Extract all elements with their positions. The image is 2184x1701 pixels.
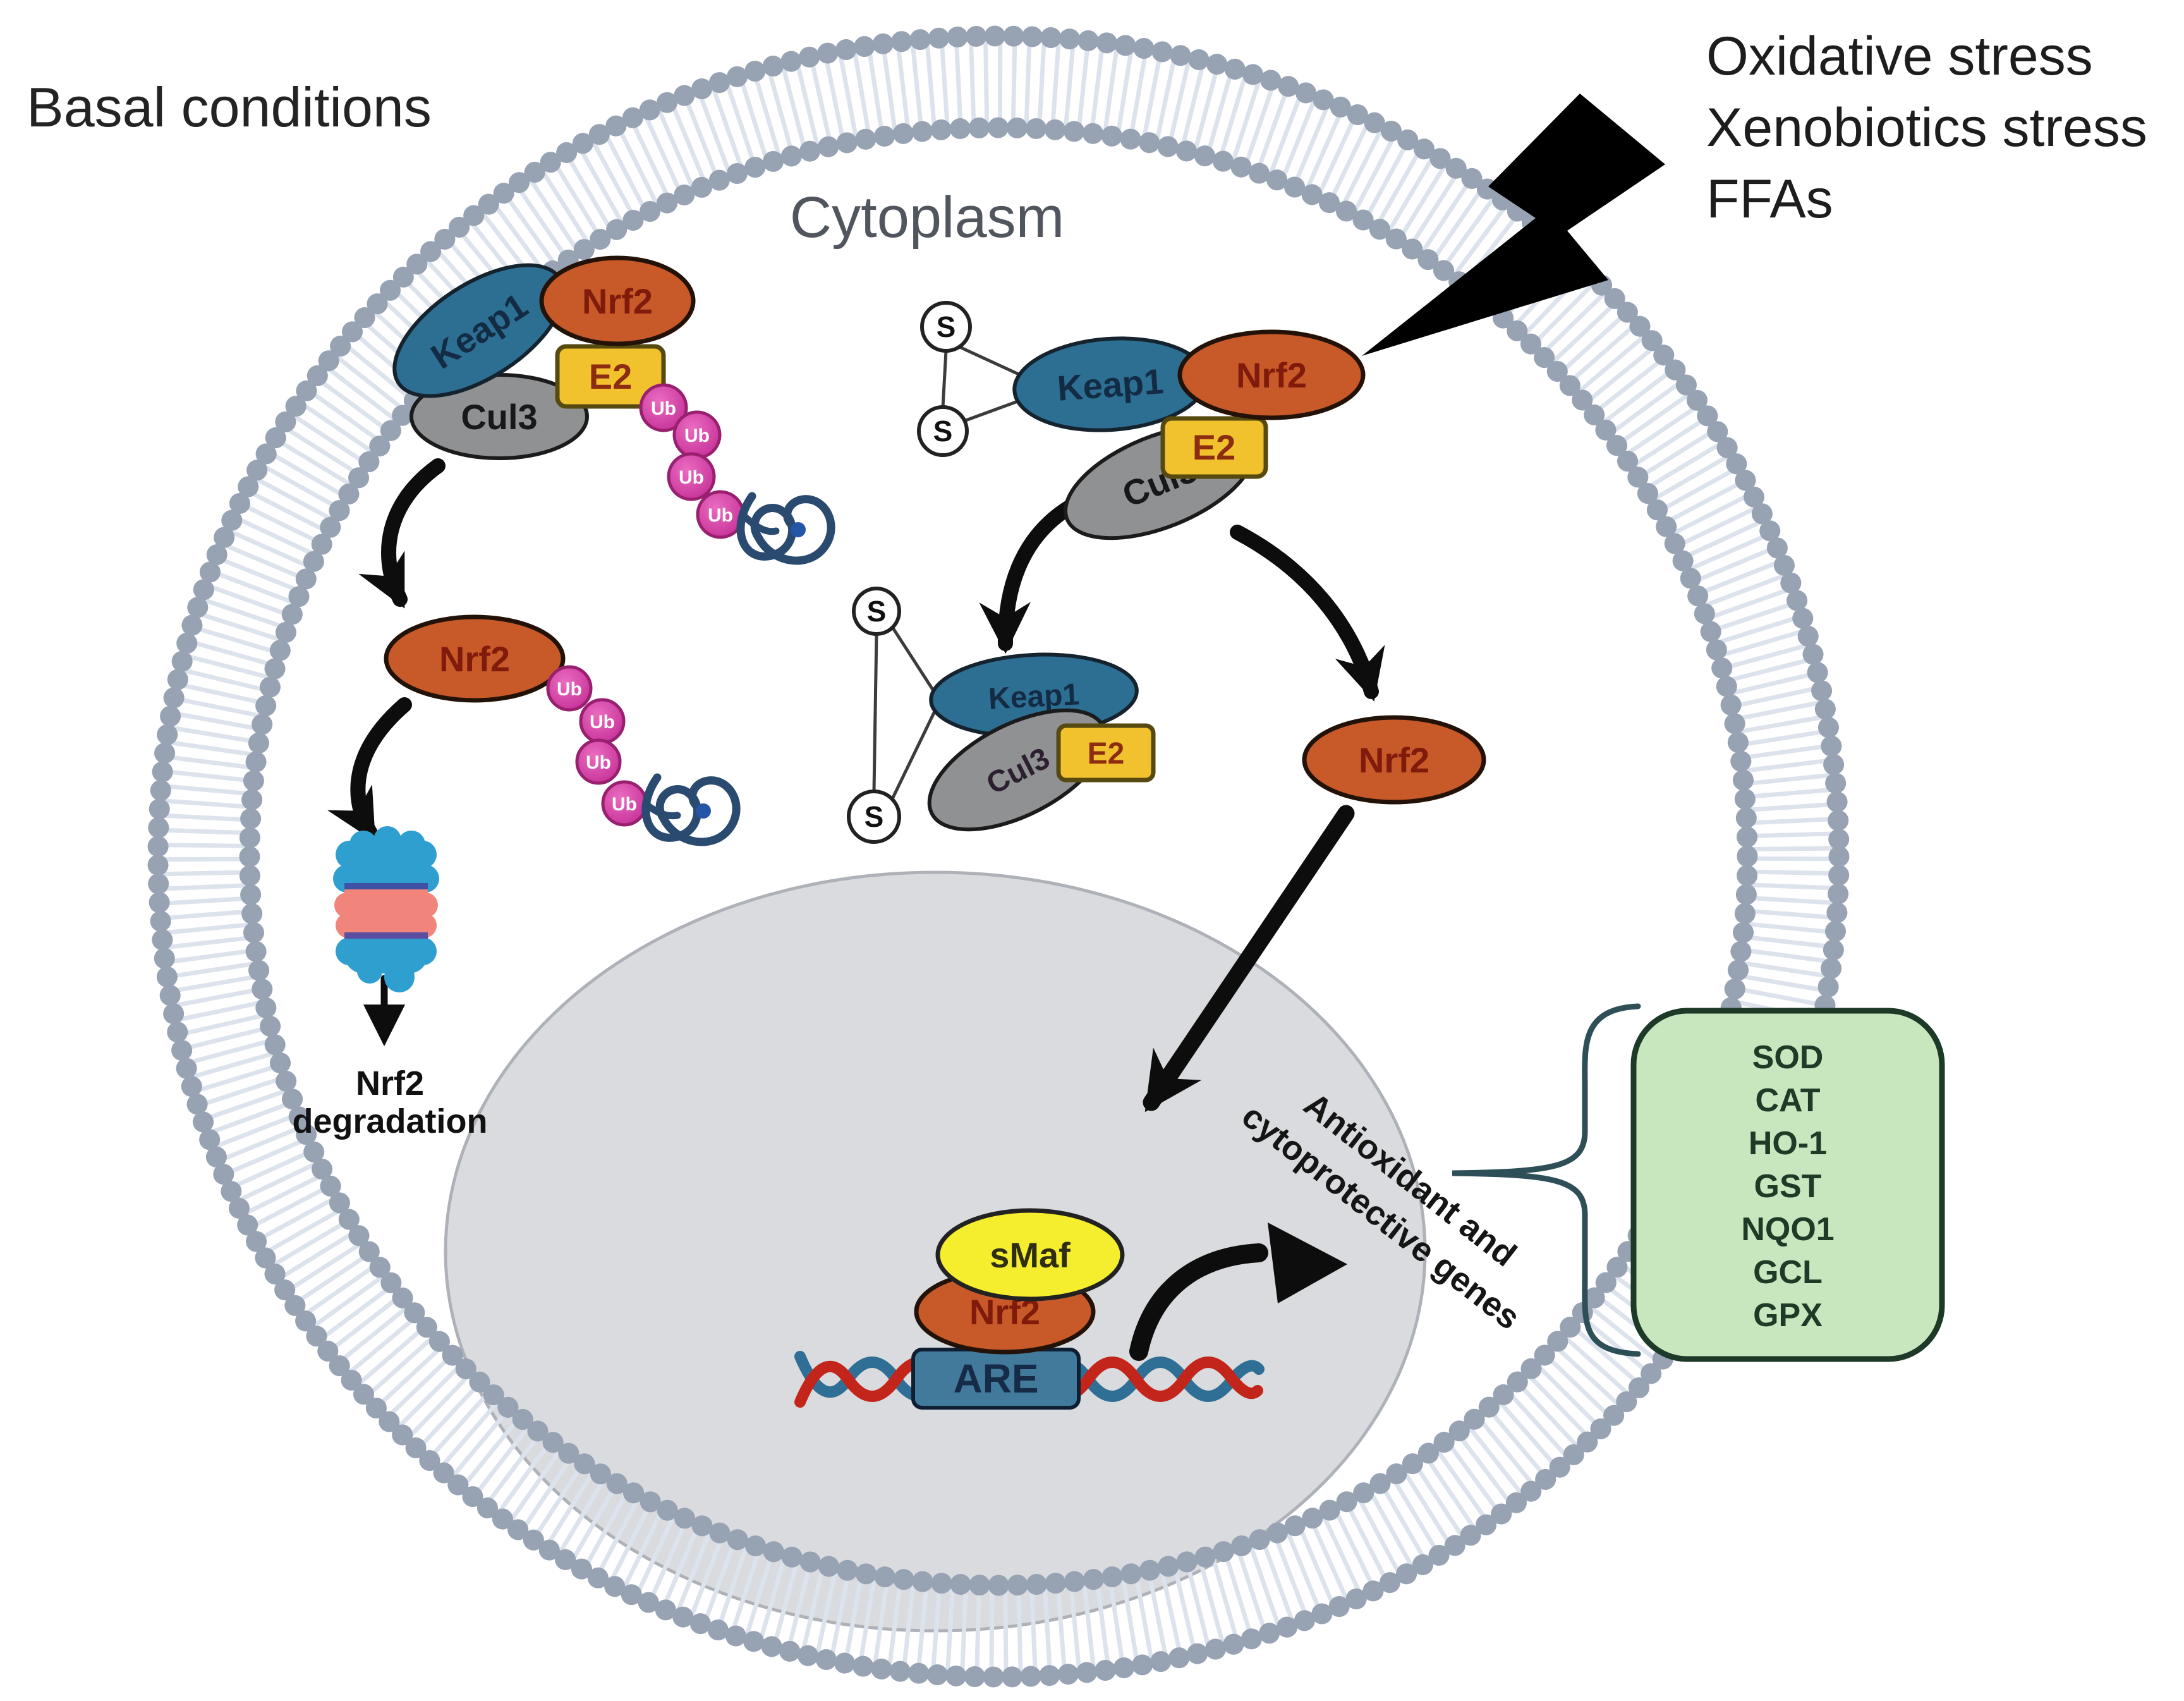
cell-membrane [147,25,1850,1688]
s-circle-3 [852,587,901,636]
ub-label: Ub [684,425,710,446]
lightning-bolt-icon [1362,94,1665,356]
membrane-tails-band [157,35,1840,1678]
ub-7 [575,738,622,785]
transcription-arrow [1129,1222,1347,1361]
nrf2-ellipse-free [1302,715,1486,805]
arrow-complex-to-keap1cul3 [979,499,1077,654]
nrf2-ellipse-basal [539,255,696,346]
s-label: S [937,310,956,343]
ub-5 [546,665,593,712]
gene-gst: GST [1754,1168,1822,1205]
are-label: ARE [953,1356,1038,1401]
cytoplasm-label: Cytoplasm [790,185,1065,250]
squiggle-dot [791,522,806,537]
ub-label: Ub [557,679,582,700]
degradation-line2: degradation [292,1102,487,1140]
s-label: S [933,415,953,448]
degradation-line1: Nrf2 [356,1064,424,1102]
smaf-ellipse [935,1208,1125,1302]
s-label: S [864,800,884,833]
gene-sod: SOD [1752,1039,1824,1076]
nrf2-ellipse-left [384,614,566,703]
s-circle-2 [917,405,969,457]
nrf2-label-stressed: Nrf2 [1236,355,1307,395]
ub-label: Ub [679,467,704,488]
gene-gcl: GCL [1753,1254,1823,1291]
basal-complex: Keap1 Cul3 E2 Nrf2 [392,255,696,460]
arrow-complex-to-free-nrf2 [1230,525,1385,702]
released-keap1-complex: Keap1 Cul3 E2 S S [847,587,1156,844]
proteasome [333,826,439,992]
arrow-nrf2-to-proteasome [327,697,412,843]
stressor-1: Oxidative stress [1706,26,2093,87]
nrf2-ellipse-stressed [1177,329,1366,420]
gene-cat: CAT [1755,1082,1820,1119]
ub-label: Ub [651,398,676,419]
stressor-2: Xenobiotics stress [1706,97,2147,158]
stressed-complex: Keap1 Cul3 E2 Nrf2 S S [917,301,1366,540]
ub-label: Ub [586,752,611,773]
ub-label: Ub [590,712,615,733]
pathway-arrows [327,458,1385,1113]
s-circle-4 [847,790,901,844]
unfolded-protein-squiggle-2 [646,777,736,842]
e2-box-stressed [1160,416,1268,479]
arrow-cul3-to-nrf2 [358,458,446,609]
nrf2-ubiquitinated: Nrf2 Ub Ub Ub Ub [384,614,736,842]
stressor-3: FFAs [1706,169,1833,229]
squiggle-dot-2 [696,803,711,819]
smaf-label: sMaf [990,1235,1071,1275]
stressors-list: Oxidative stress Xenobiotics stress FFAs [1706,26,2147,229]
membrane-outer-heads [147,25,1850,1688]
arrow-nrf2-to-nucleus [1143,805,1355,1113]
membrane-inner-heads [239,117,1758,1596]
s-circle-1 [920,301,972,353]
curly-brace [1452,1003,1641,1357]
s-label: S [867,595,887,628]
ub-label: Ub [708,505,733,526]
genes-box [1630,1008,1945,1362]
gene-nqo1: NQO1 [1741,1211,1834,1248]
e2-box-released [1056,723,1156,783]
nrf2-label-left: Nrf2 [439,639,510,679]
keap1-label-stressed: Keap1 [1056,361,1165,408]
e2-label-basal: E2 [589,357,633,396]
gene-gpx: GPX [1753,1297,1823,1334]
cul3-label-basal: Cul3 [461,397,537,437]
unfolded-protein-squiggle [741,496,831,561]
e2-label-stressed: E2 [1192,427,1236,467]
ub-3 [667,452,716,501]
ub-label: Ub [612,794,637,815]
nrf2-label-free: Nrf2 [1359,740,1429,780]
ub-1 [639,383,688,432]
e2-box-basal [555,344,666,409]
genes-list: SOD CAT HO-1 GST NQO1 GCL GPX [1741,1039,1834,1334]
gene-ho1: HO-1 [1749,1125,1827,1162]
e2-label-released: E2 [1088,737,1125,771]
ub-chain-basal: Ub Ub Ub Ub [639,383,831,561]
basal-conditions-title: Basal conditions [27,76,432,138]
nrf2-label-basal: Nrf2 [582,281,653,321]
